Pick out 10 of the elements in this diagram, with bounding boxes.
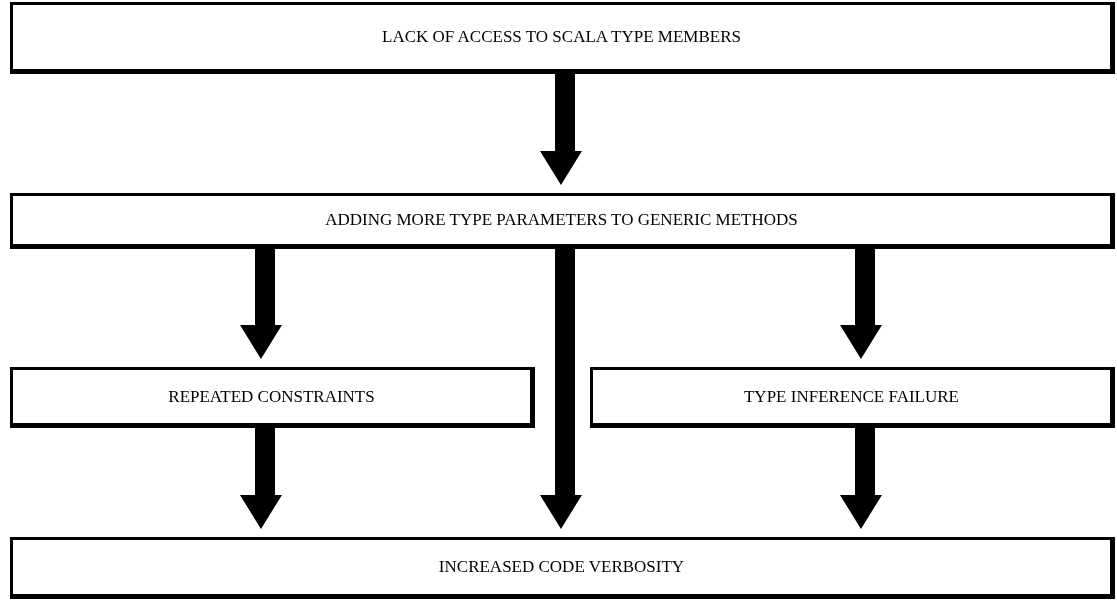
process-box [10,367,535,428]
box-label: LACK OF ACCESS TO SCALA TYPE MEMBERS [382,27,741,47]
box-label: TYPE INFERENCE FAILURE [744,386,959,407]
process-box [10,2,1115,74]
process-box [10,537,1115,599]
process-box [10,193,1115,249]
process-box [590,367,1115,428]
box-label: REPEATED CONSTRAINTS [168,386,375,407]
box-label: INCREASED CODE VERBOSITY [438,557,685,577]
box-label: ADDING MORE TYPE PARAMETERS TO GENERIC METHODS [325,210,798,230]
